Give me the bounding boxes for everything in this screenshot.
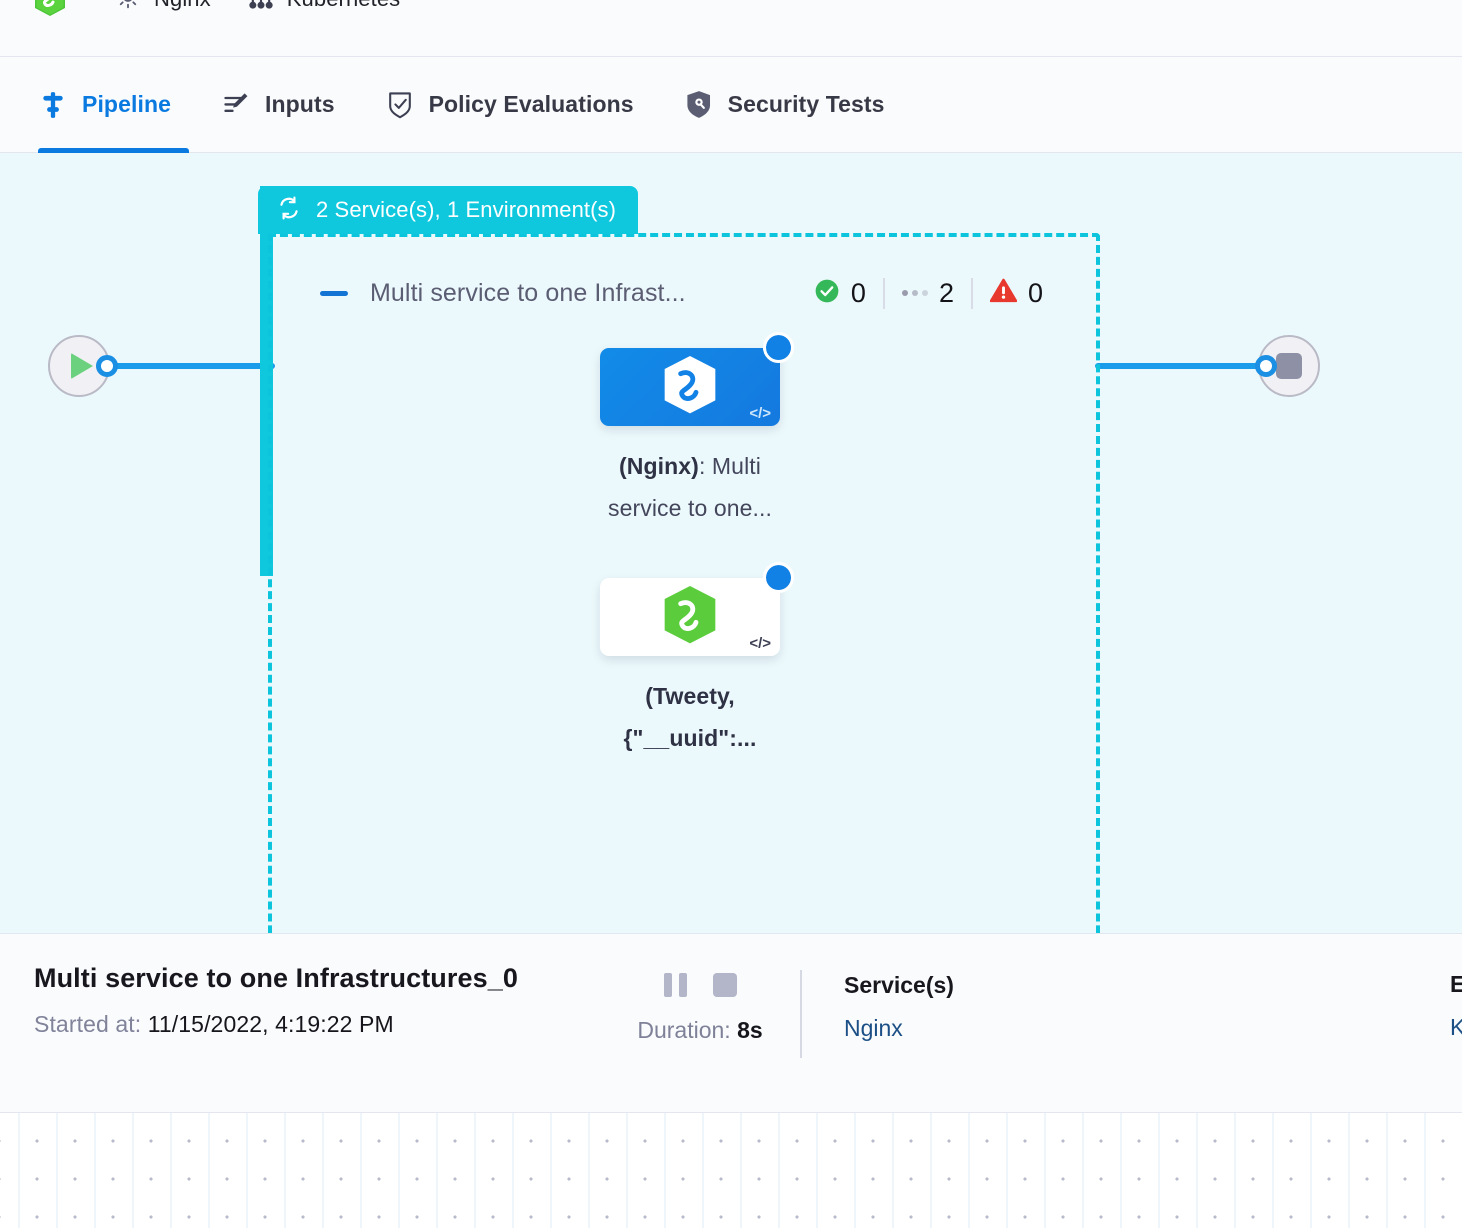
tab-pipeline[interactable]: Pipeline [38, 57, 189, 153]
service-node-label: (Nginx): Multi service to one... [600, 445, 780, 529]
connector-line-end [1095, 363, 1280, 369]
harness-hexagon-logo-icon [34, 0, 66, 17]
pipeline-canvas[interactable]: 2 Service(s), 1 Environment(s) Multi ser… [0, 153, 1462, 933]
breadcrumb-item-environment[interactable]: Kubernetes [247, 0, 401, 14]
execution-duration: Duration: 8s [637, 1017, 762, 1044]
matrix-group-badge[interactable]: 2 Service(s), 1 Environment(s) [258, 186, 639, 234]
stage-status-counts: 0 2 0 [797, 273, 1060, 313]
environments-column: Envi Kub [1408, 933, 1462, 1041]
status-success-count: 0 [850, 277, 866, 308]
service-node-label: (Tweety, {"__uuid":... [623, 683, 757, 751]
tab-label-inputs: Inputs [265, 91, 335, 117]
harness-hexagon-green-icon [662, 585, 718, 650]
breadcrumb-item-logo[interactable] [34, 0, 78, 17]
connector-line-start [105, 363, 275, 369]
service-node-nginx[interactable]: </> (Nginx): Multi service to one... [600, 332, 794, 529]
duration-value: 8s [737, 1017, 763, 1043]
status-failed: 0 [970, 277, 1060, 309]
matrix-loop-icon [276, 195, 302, 226]
running-spinner-icon [763, 562, 794, 593]
stage-header: Multi service to one Infrast... 0 2 [320, 271, 1060, 315]
duration-label: Duration: [637, 1017, 731, 1043]
service-link-nginx[interactable]: Nginx [844, 1015, 903, 1041]
breadcrumb-label-service: Nginx [154, 0, 211, 12]
breadcrumb-item-service[interactable]: Nginx [114, 0, 211, 14]
warning-triangle-icon [989, 278, 1018, 308]
started-at-label: Started at: [34, 1011, 142, 1037]
harness-hexagon-white-icon [662, 355, 718, 420]
security-shield-icon [684, 90, 714, 120]
play-icon [71, 353, 93, 379]
execution-detail-panel: Multi service to one Infrastructures_0 S… [0, 933, 1462, 1113]
service-node-card[interactable]: </> [600, 332, 794, 426]
tab-label-pipeline: Pipeline [82, 91, 171, 117]
breadcrumb: Nginx Kubernetes [0, 0, 1462, 57]
collapse-minus-icon[interactable] [320, 290, 348, 296]
status-failed-count: 0 [1027, 277, 1043, 308]
stop-icon[interactable] [712, 973, 737, 997]
running-dots-icon [901, 290, 928, 296]
stop-icon [1276, 353, 1302, 379]
execution-summary: Multi service to one Infrastructures_0 S… [0, 934, 600, 1038]
inputs-icon [221, 90, 251, 120]
matrix-group-badge-label: 2 Service(s), 1 Environment(s) [316, 197, 617, 222]
pipeline-icon [38, 90, 68, 120]
services-heading: Service(s) [844, 972, 954, 998]
breadcrumb-label-environment: Kubernetes [287, 0, 401, 12]
services-column: Service(s) Nginx [802, 934, 954, 1042]
tab-security-tests[interactable]: Security Tests [684, 57, 885, 153]
policy-shield-check-icon [385, 90, 415, 120]
environment-link-kubernetes[interactable]: Kub [1450, 1014, 1462, 1040]
matrix-group-box [268, 233, 1100, 933]
status-success: 0 [797, 278, 883, 309]
tab-policy-evaluations[interactable]: Policy Evaluations [385, 57, 634, 153]
execution-started-at: Started at: 11/15/2022, 4:19:22 PM [34, 1011, 600, 1038]
connector-dot-start[interactable] [96, 355, 118, 377]
service-node-label-rest: : Multi service to one... [607, 453, 773, 521]
execution-controls: Duration: 8s [600, 934, 800, 1044]
code-glyph: </> [749, 635, 771, 652]
status-running-count: 2 [938, 277, 954, 308]
graph-dot-grid-canvas[interactable] [0, 1113, 1462, 1228]
service-node-card[interactable]: </> [600, 562, 794, 656]
pause-icon[interactable] [663, 973, 687, 997]
gear-icon [114, 0, 142, 16]
running-spinner-icon [763, 332, 794, 363]
service-node-tweety[interactable]: </> (Tweety, {"__uuid":... [600, 562, 794, 759]
tab-label-security-tests: Security Tests [727, 91, 885, 117]
started-at-value: 11/15/2022, 4:19:22 PM [147, 1011, 394, 1037]
code-glyph: </> [749, 405, 771, 422]
stage-title: Multi service to one Infrast... [370, 278, 686, 307]
status-running: 2 [882, 277, 971, 309]
infrastructure-icon [247, 0, 275, 16]
connector-dot-end[interactable] [1255, 355, 1277, 377]
service-node-label-bold: (Nginx) [619, 453, 699, 479]
panel-divider [800, 970, 802, 1058]
tab-label-policy-evaluations: Policy Evaluations [428, 91, 634, 117]
success-check-icon [814, 278, 840, 309]
playback-controls [663, 970, 737, 1000]
tab-bar: Pipeline Inputs Policy Evaluations [0, 57, 1462, 153]
execution-title: Multi service to one Infrastructures_0 [34, 963, 518, 993]
tab-inputs[interactable]: Inputs [221, 57, 335, 153]
environments-heading: Envi [1450, 971, 1462, 997]
